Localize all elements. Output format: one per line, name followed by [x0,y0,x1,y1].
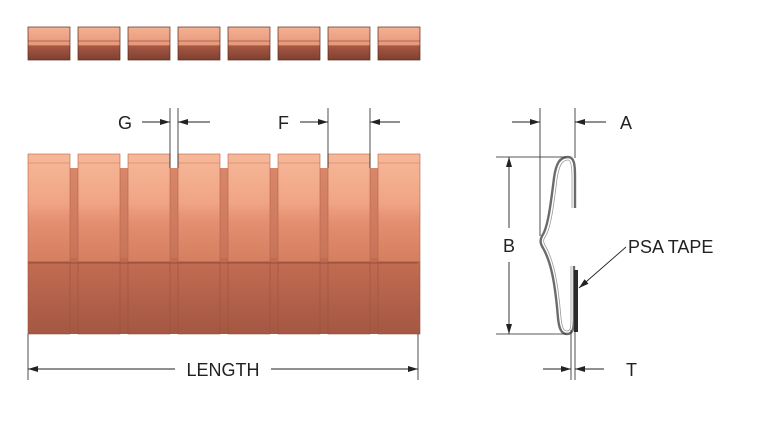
dimension-t: T [543,330,637,380]
dimension-b-label: B [503,236,515,256]
top-view-finger [327,26,371,61]
dimension-length: LENGTH [27,334,419,380]
top-view-finger [127,26,171,61]
side-profile [539,155,578,336]
front-view-finger [377,153,421,335]
dimension-f-label: F [278,113,289,133]
front-view-finger [27,153,71,335]
dimension-f: F [278,108,400,168]
top-view-fingers [27,26,421,61]
front-view-finger [227,153,271,335]
dimension-length-label: LENGTH [186,360,259,380]
top-view-finger [177,26,221,61]
top-view-finger [227,26,271,61]
dimension-g-label: G [118,113,132,133]
side-profile-outline [539,155,577,336]
front-view-finger [177,153,221,335]
top-view [27,26,421,61]
top-view-finger [27,26,71,61]
psa-tape-strip [574,270,578,332]
front-view-finger [77,153,121,335]
front-view-finger [277,153,321,335]
front-view-finger [127,153,171,335]
dimension-b: B [496,156,566,335]
psa-tape-label: PSA TAPE [628,237,713,257]
front-view-fingers [27,153,421,335]
top-view-finger [377,26,421,61]
front-view-finger [327,153,371,335]
side-profile-outline-inner [543,159,573,332]
psa-tape-leader [578,246,627,289]
top-view-finger [277,26,321,61]
dimension-a: A [512,108,632,236]
top-view-finger [77,26,121,61]
front-view [27,153,421,335]
dimension-a-label: A [620,113,632,133]
psa-tape-callout: PSA TAPE [578,237,713,289]
dimension-t-label: T [626,360,637,380]
dimension-g: G [118,108,210,168]
